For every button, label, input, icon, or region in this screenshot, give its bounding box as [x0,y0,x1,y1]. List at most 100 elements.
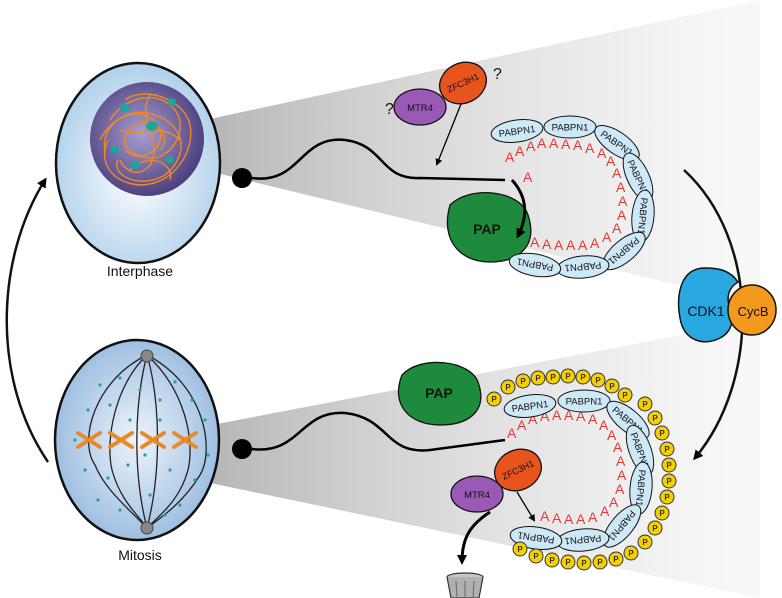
phosphate: P [500,379,516,395]
phosphate: P [608,551,624,567]
nucleolus-spots [111,98,176,169]
svg-text:P: P [622,391,628,400]
phosphate: P [528,548,544,564]
svg-text:A: A [564,511,574,527]
phosphate: P [659,441,675,457]
svg-text:A: A [505,149,515,165]
mtr4-arrow-top [435,103,462,166]
svg-text:P: P [520,377,526,386]
svg-text:P: P [549,556,555,565]
svg-text:P: P [565,372,571,381]
pabpn1: PABPN1 [557,389,611,413]
svg-text:P: P [580,373,586,382]
pap-arrow-top [510,178,527,239]
svg-text:A: A [530,234,540,250]
svg-text:A: A [585,140,595,156]
pabpn1: PABPN1 [490,119,544,143]
zoom-cone-mitosis [196,320,760,598]
phosphate: P [654,505,670,521]
cycle-arrow-icon [5,177,50,463]
svg-text:A: A [609,494,619,510]
svg-text:P: P [652,414,658,423]
cap-top [232,168,252,188]
pabpn1: PABPN1 [503,394,557,418]
svg-text:P: P [664,445,670,454]
pabpn1: PABPN1 [631,189,655,243]
chromosomes [76,431,198,449]
svg-text:PABPN1: PABPN1 [552,123,589,134]
svg-text:A: A [528,411,538,427]
phosphate: P [592,554,608,570]
svg-text:A: A [612,165,622,181]
interphase-cell [54,61,222,265]
svg-text:A: A [618,193,628,209]
centrosome-bottom [140,521,154,535]
svg-text:A: A [549,135,559,151]
svg-text:A: A [590,235,600,251]
svg-text:A: A [617,467,627,483]
svg-text:A: A [578,237,588,253]
svg-text:P: P [491,395,497,404]
svg-text:P: P [628,549,634,558]
phosphate: P [576,555,592,571]
pabpn1-ring-bottom: PABPN1 PABPN1 PABPN1 PABPN1 PABPN1 PABPN… [503,389,655,552]
mtr4-top-label: MTR4 [407,103,433,114]
svg-text:A: A [613,439,623,455]
mitosis-label: Mitosis [118,547,162,563]
trash-can-icon [446,572,484,598]
svg-text:P: P [533,552,539,561]
phosphate: P [560,554,576,570]
mrna-strand-bottom [251,411,506,452]
phosphate: P [545,369,561,385]
phosphate: P [604,378,620,394]
svg-text:A: A [566,237,576,253]
svg-text:P: P [550,373,556,382]
pap-bottom [397,361,482,426]
phosphate: P [647,410,663,426]
phosphate: P [512,541,528,557]
svg-text:PABPN1: PABPN1 [511,399,549,415]
interphase-label: Interphase [107,263,173,279]
svg-text:A: A [616,453,626,469]
svg-text:P: P [664,493,670,502]
svg-text:PABPN1: PABPN1 [564,259,602,273]
mtr4-arrow-bottom [516,491,536,522]
svg-text:A: A [597,145,607,161]
dispersed-dots [73,376,210,517]
phosphate-groups: P P P P P P P P P P P P P P P P P P P P … [486,368,677,571]
svg-text:P: P [659,429,665,438]
svg-text:P: P [581,559,587,568]
svg-text:A: A [561,136,571,152]
svg-text:A: A [588,509,598,525]
pabpn1: PABPN1 [556,528,610,552]
mrna-strand-top [251,138,506,182]
mtr4-bottom [450,475,504,513]
cdk1-label: CDK1 [687,303,725,319]
zfc3h1-top [439,61,487,105]
phosphate: P [486,391,502,407]
cdk1-shape [677,267,740,343]
svg-text:P: P [597,558,603,567]
pap-bottom-label: PAP [425,385,453,401]
zoom-cone-interphase [196,0,760,305]
svg-text:A: A [542,236,552,252]
svg-text:A: A [523,169,533,185]
svg-text:A: A [540,408,550,424]
question-mark-left: ? [385,101,394,118]
zfc3h1-bottom [494,448,542,492]
spindle-fibers [88,354,207,529]
svg-text:PABPN1: PABPN1 [498,124,536,140]
svg-text:P: P [609,382,615,391]
cap-bottom [232,439,252,459]
phosphate: P [647,520,663,536]
svg-text:A: A [554,237,564,253]
pabpn1: PABPN1 [508,252,562,278]
svg-text:A: A [600,503,610,519]
svg-text:A: A [602,229,612,245]
svg-text:A: A [607,427,617,443]
phosphate: P [544,552,560,568]
phosphate: P [617,387,633,403]
cycb-shape [727,284,777,336]
phosphate: P [623,545,639,561]
svg-text:A: A [537,135,547,151]
